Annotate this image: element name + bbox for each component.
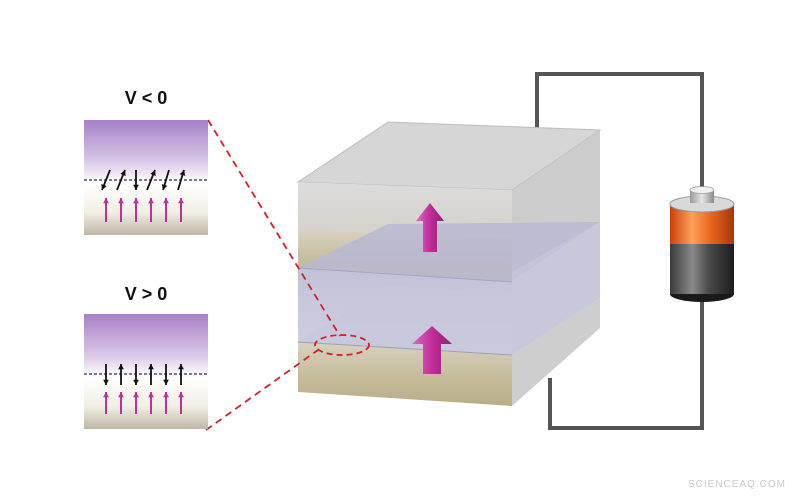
layered-device-cube: [296, 121, 602, 406]
inset-label-negative-voltage: V < 0: [124, 88, 168, 108]
inset-panel-negative: [84, 120, 208, 235]
spin-arrow-icon-head: [163, 198, 169, 204]
spin-arrow-icon-head: [133, 392, 139, 398]
spin-arrow-icon-head: [163, 379, 169, 385]
spin-arrow-icon-head: [118, 392, 124, 398]
spin-arrow-icon-head: [103, 198, 109, 204]
spin-arrow-icon-head: [103, 379, 109, 385]
interface-band: [298, 222, 600, 282]
spin-arrow-icon-head: [178, 198, 184, 204]
circuit-wire: [535, 72, 704, 430]
spin-arrow-icon-head: [163, 392, 169, 398]
magnetic-moments-bottom: [103, 392, 184, 414]
cube-right-face-lower: [512, 298, 600, 406]
inset-panel-positive: [84, 314, 208, 429]
battery-icon: [669, 186, 735, 302]
lower-layer-top: [298, 286, 600, 355]
spin-arrows-top: [101, 169, 186, 191]
lower-layer-front: [298, 342, 512, 406]
watermark: SCIENCEAQ.COM: [687, 479, 786, 490]
interface-highlight: [314, 334, 370, 356]
leader-lines: [205, 119, 341, 431]
spin-arrow-icon-head: [178, 364, 184, 370]
spin-arrow-icon-head: [103, 392, 109, 398]
spin-arrow-icon-head: [118, 364, 124, 370]
magnetization-arrow-icon: [416, 203, 444, 252]
spin-arrow-icon-head: [120, 170, 126, 176]
spin-arrow-icon-head: [133, 184, 139, 190]
magnetization-arrow-icon: [412, 326, 452, 374]
spin-arrows-bottom: [103, 364, 184, 385]
spin-arrow-icon-head: [150, 170, 156, 176]
spin-arrow-icon-head: [148, 392, 154, 398]
spin-arrow-icon-head: [101, 184, 107, 190]
magnetic-moments-top: [103, 198, 184, 222]
spin-arrow-icon-head: [133, 198, 139, 204]
spin-arrow-icon-head: [148, 364, 154, 370]
spin-arrow-icon-head: [178, 392, 184, 398]
spin-arrow-icon-head: [161, 184, 168, 190]
spin-arrow-icon-head: [148, 198, 154, 204]
spin-arrow-icon-head: [118, 198, 124, 204]
spin-arrow-icon-head: [179, 170, 186, 176]
spin-arrow-icon-head: [133, 379, 139, 385]
inset-label-positive-voltage: V > 0: [124, 284, 168, 304]
